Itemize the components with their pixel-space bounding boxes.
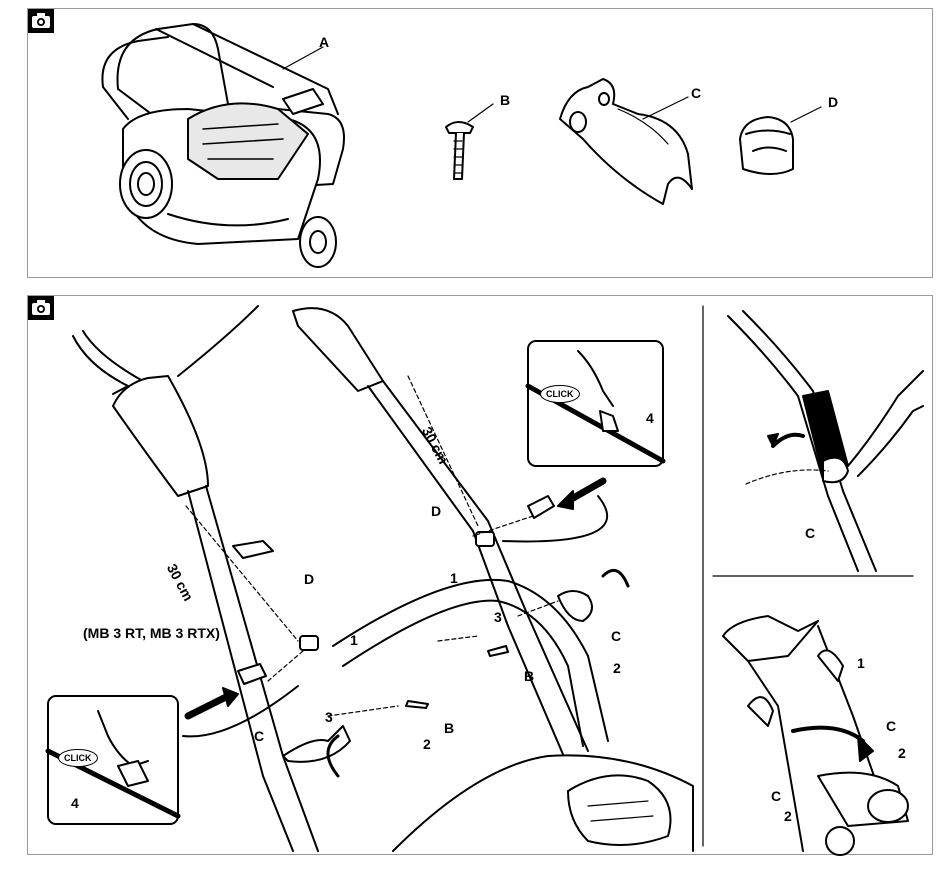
label-2-left: 2 [423,737,431,751]
side-label-c-top: C [805,526,815,540]
assembly-panel: 30 cm 30 cm (MB 3 RT, MB 3 RTX) CLICK CL… [27,295,933,855]
label-d-right: D [431,504,441,518]
mower-illustration [102,24,344,267]
assembly-illustration [28,296,934,856]
label-a: A [319,35,329,49]
click-badge-left: CLICK [58,749,98,767]
bolt-b [446,104,493,179]
label-b: B [500,93,510,107]
label-c-right: C [611,629,621,643]
clip-d [740,107,821,174]
label-b-right: B [524,669,534,683]
label-3-left: 3 [325,710,333,724]
parts-illustration [28,9,934,279]
label-c: C [691,86,701,100]
lever-c [560,79,692,204]
parts-panel: A B C D [27,8,933,278]
label-c-left: C [254,729,264,743]
side-label-c-a: C [886,719,896,733]
label-1-right: 1 [450,571,458,585]
label-3-right: 3 [494,610,502,624]
label-2-right: 2 [613,661,621,675]
label-4-right: 4 [646,411,654,425]
label-b-left: B [444,721,454,735]
label-4-left: 4 [71,796,79,810]
model-note: (MB 3 RT, MB 3 RTX) [83,626,220,640]
label-d-left: D [304,572,314,586]
side-label-2-b: 2 [784,809,792,823]
label-1-left: 1 [350,633,358,647]
side-label-2-a: 2 [898,746,906,760]
label-d: D [828,95,838,109]
side-label-c-b: C [771,789,781,803]
side-label-1: 1 [857,656,865,670]
click-badge-right: CLICK [540,385,580,403]
